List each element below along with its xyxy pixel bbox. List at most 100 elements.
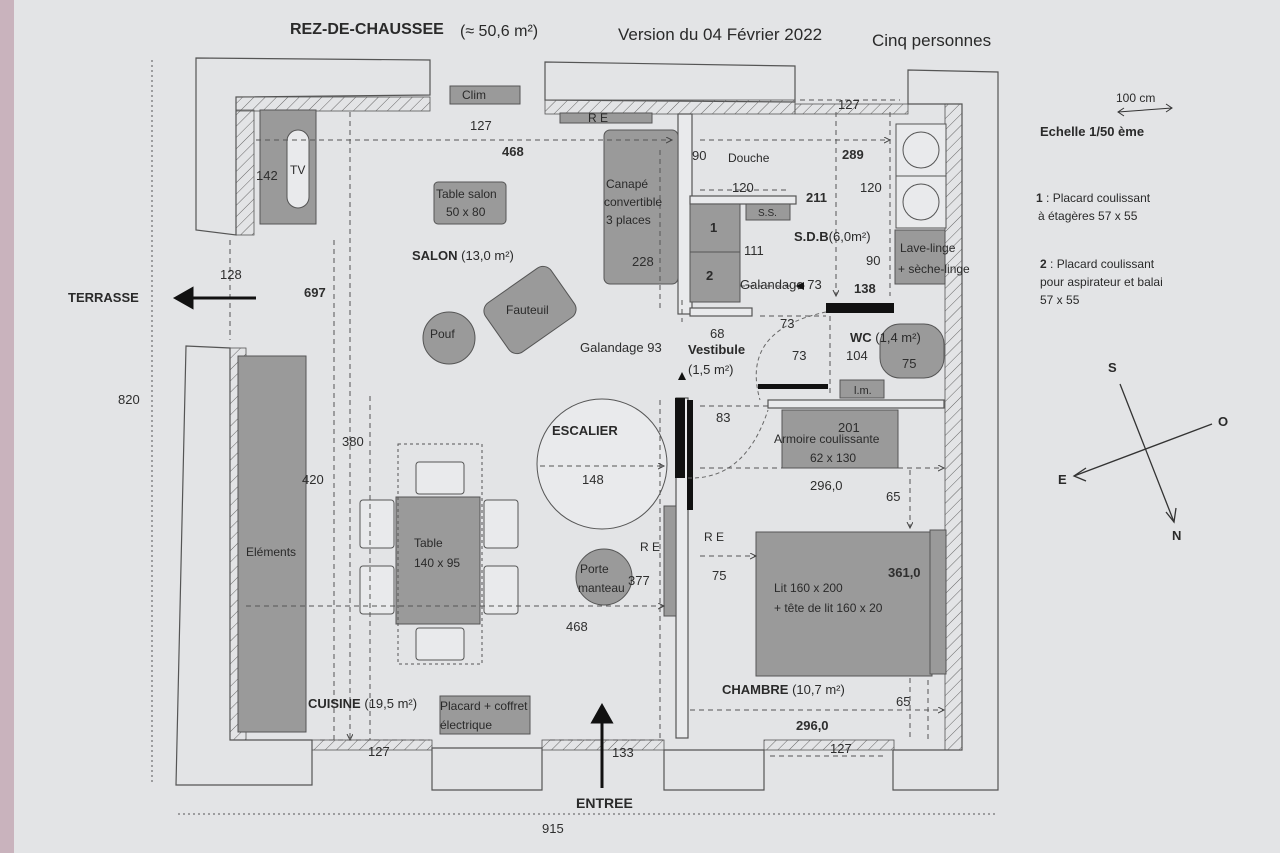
table-salon-l1: Table salon: [436, 187, 497, 201]
table-l2: 140 x 95: [414, 556, 460, 570]
dim-127-top: 127: [470, 118, 492, 133]
tv-label: TV: [290, 163, 305, 177]
lave-linge-l2: + sèche-linge: [898, 262, 970, 276]
porte-l2: manteau: [578, 581, 625, 595]
dim-galandage73: Galandage 73: [740, 277, 822, 292]
dim-420: 420: [302, 472, 324, 487]
dim-468-bottom: 468: [566, 619, 588, 634]
door-leaf-chambre: [687, 400, 693, 510]
armoire-l1: Armoire coulissante: [774, 432, 880, 446]
dim-228: 228: [632, 254, 654, 269]
ss-unit: [745, 203, 791, 221]
dim-120b: 120: [860, 180, 882, 195]
armoire: [781, 409, 899, 469]
dim-142: 142: [256, 168, 278, 183]
lit: [755, 531, 933, 677]
placard-1-label: 1: [710, 220, 717, 235]
re-left-label: R E: [640, 540, 660, 554]
re-right-label: R E: [704, 530, 724, 544]
table-salon-l2: 50 x 80: [446, 205, 486, 219]
dim-65-a: 65: [886, 489, 900, 504]
porte-manteau: [575, 548, 633, 606]
dim-468-top: 468: [502, 144, 524, 159]
compass: [1072, 383, 1213, 524]
canape-l3: 3 places: [606, 213, 651, 227]
galandage-arrow: [796, 282, 804, 290]
sdb-label: S.D.B(6,0m²): [794, 229, 871, 244]
compass-s: S: [1108, 360, 1117, 375]
legend-2-line2: pour aspirateur et balai: [1040, 275, 1163, 289]
door-leaf-vestibule: [675, 398, 685, 478]
pouf-label: Pouf: [430, 327, 455, 341]
elements-label: Eléments: [246, 545, 296, 559]
pouf: [422, 311, 476, 365]
dim-104: 104: [846, 348, 868, 363]
legend-1-line2: à étagères 57 x 55: [1038, 209, 1138, 223]
appliances-outline: [286, 123, 947, 661]
lit-l2: + tête de lit 160 x 20: [774, 601, 883, 615]
dim-120a: 120: [732, 180, 754, 195]
dim-148: 148: [582, 472, 604, 487]
clim-unit: [449, 85, 521, 105]
plan-version: Version du 04 Février 2022: [618, 25, 822, 44]
scale-text: Echelle 1/50 ème: [1040, 124, 1144, 139]
placard-coffret-l1: Placard + coffret: [440, 699, 528, 713]
canape-l2: convertible: [604, 195, 662, 209]
dim-133: 133: [612, 745, 634, 760]
dim-380: 380: [342, 434, 364, 449]
dim-377: 377: [628, 573, 650, 588]
plan-title: REZ-DE-CHAUSSEE: [290, 21, 444, 38]
lm-label: l.m.: [854, 385, 872, 397]
cuisine-label: CUISINE (19,5 m²): [308, 696, 417, 711]
compass-o: O: [1218, 414, 1228, 429]
dim-915: 915: [542, 821, 564, 836]
douche-label: Douche: [728, 151, 770, 165]
placard-coffret-l2: électrique: [440, 718, 492, 732]
dim-820: 820: [118, 392, 140, 407]
placard-2: [689, 251, 741, 303]
placard-1: [689, 203, 741, 253]
chambre-label: CHAMBRE (10,7 m²): [722, 682, 845, 697]
arrows: [172, 286, 614, 788]
door-swing-arc-2: [687, 409, 769, 479]
dim-73a: 73: [780, 316, 794, 331]
dim-83: 83: [716, 410, 730, 425]
dim-111: 111: [744, 243, 764, 258]
table-main: [395, 496, 481, 625]
wc-wall-stroke: [758, 384, 828, 389]
dim-127-bl: 127: [368, 744, 390, 759]
placard-coffret: [439, 695, 531, 735]
lit-l1: Lit 160 x 200: [774, 581, 843, 595]
dim-296-a: 296,0: [810, 478, 843, 493]
terrasse-label: TERRASSE: [68, 290, 139, 305]
dim-65-b: 65: [896, 694, 910, 709]
wc-door: [826, 303, 894, 313]
dim-361: 361,0: [888, 565, 921, 580]
lave-linge-l1: Lave-linge: [900, 241, 956, 255]
furniture: [237, 85, 947, 735]
scale-bar: [1117, 103, 1173, 117]
canape-l1: Canapé: [606, 177, 648, 191]
compass-e: E: [1058, 472, 1067, 487]
legend-2-line3: 57 x 55: [1040, 293, 1080, 307]
dim-201: 201: [838, 420, 860, 435]
elements: [237, 355, 307, 733]
radiator-left: [663, 505, 677, 617]
table-salon: [433, 181, 507, 225]
wc-label: WC (1,4 m²): [850, 330, 921, 345]
radiator-top: [559, 112, 653, 124]
interior-partitions: [675, 113, 945, 739]
dim-90: 90: [692, 148, 706, 163]
escalier-label: ESCALIER: [552, 423, 618, 438]
red-strip: [0, 0, 14, 853]
armoire-l2: 62 x 130: [810, 451, 856, 465]
table-l1: Table: [414, 536, 443, 550]
lave-linge: [894, 229, 946, 285]
dimension-lines: [151, 60, 998, 815]
plan-area: (≈ 50,6 m²): [460, 23, 538, 40]
lm-box: [839, 379, 885, 399]
salon-label: SALON (13,0 m²): [412, 248, 514, 263]
wc-bowl: [879, 323, 945, 379]
scale-bar-label: 100 cm: [1116, 91, 1155, 105]
dim-90b: 90: [866, 253, 880, 268]
